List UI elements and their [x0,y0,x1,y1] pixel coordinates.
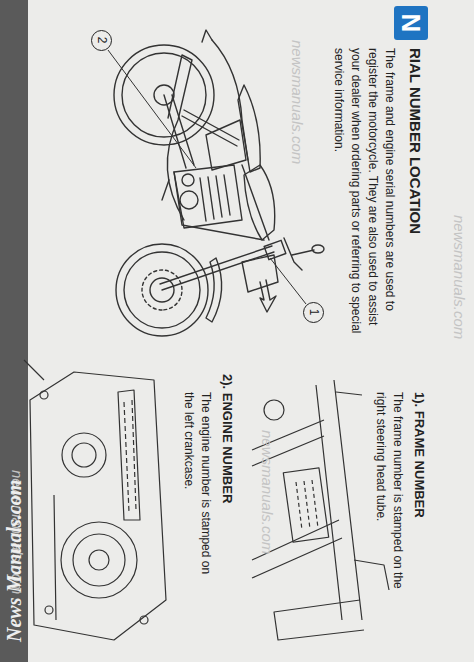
callout-number: 1 [308,309,320,316]
drawing-stroke [264,400,284,420]
frame-number-detail [252,380,389,640]
drawing-stroke [206,120,246,170]
drawing-stroke [174,165,269,240]
drawing-stroke [270,258,306,304]
drawing-stroke [89,550,109,570]
drawing-stroke [72,443,96,467]
drawing-stroke [260,280,276,312]
drawing-stroke [62,433,106,477]
body-text: The frame and engine serial numbers are … [330,48,398,338]
watermark: newsmanuals.com [289,40,306,164]
engine-number-detail [24,360,166,640]
logo-letter: N [394,6,428,40]
drawing-stroke [30,372,166,640]
drawing-stroke [140,616,148,624]
page-title: RIAL NUMBER LOCATION [407,48,424,234]
drawing-stroke [167,55,192,220]
callout-number: 2 [96,37,108,44]
drawing-stroke [182,110,239,146]
drawing-stroke [160,246,274,290]
drawing-stroke [180,191,198,209]
drawing-stroke [73,534,125,586]
site-logo-text: News Manuals.com [2,480,26,642]
drawing-stroke [182,174,194,186]
leader-lines [108,50,306,304]
drawing-stroke [124,400,136,512]
drawing-stroke [200,175,230,221]
section-heading: 1). FRAME NUMBER [411,392,428,622]
drawing-stroke [283,468,328,542]
drawing-stroke [206,258,222,322]
drawing-stroke [296,480,318,530]
drawing-stroke [45,606,53,614]
side-bar-text-holder: News Manuals.com [0,362,28,652]
callout-circle: 2 [92,30,113,51]
drawing-stroke [284,238,314,270]
drawing-stroke [174,165,242,228]
drawing-stroke [24,360,56,620]
callout-circle: 1 [304,302,325,323]
drawing-stroke [202,30,212,42]
watermark: newsmanuals.com [259,430,276,554]
drawing-stroke [61,522,137,598]
drawing-stroke [274,600,364,640]
drawing-stroke [312,245,324,253]
drawing-stroke [162,180,169,200]
section-heading: 2). ENGINE NUMBER [219,374,236,594]
watermark: newsmanuals.com [451,215,468,339]
drawing-stroke [244,165,275,240]
body-text: The engine number is stamped on the left… [180,392,214,592]
motorcycle-drawing [114,30,324,336]
body-text: The frame number is stamped on the right… [372,392,406,607]
drawing-stroke [40,391,48,399]
drawing-stroke [108,50,196,168]
drawing-stroke [118,390,140,520]
